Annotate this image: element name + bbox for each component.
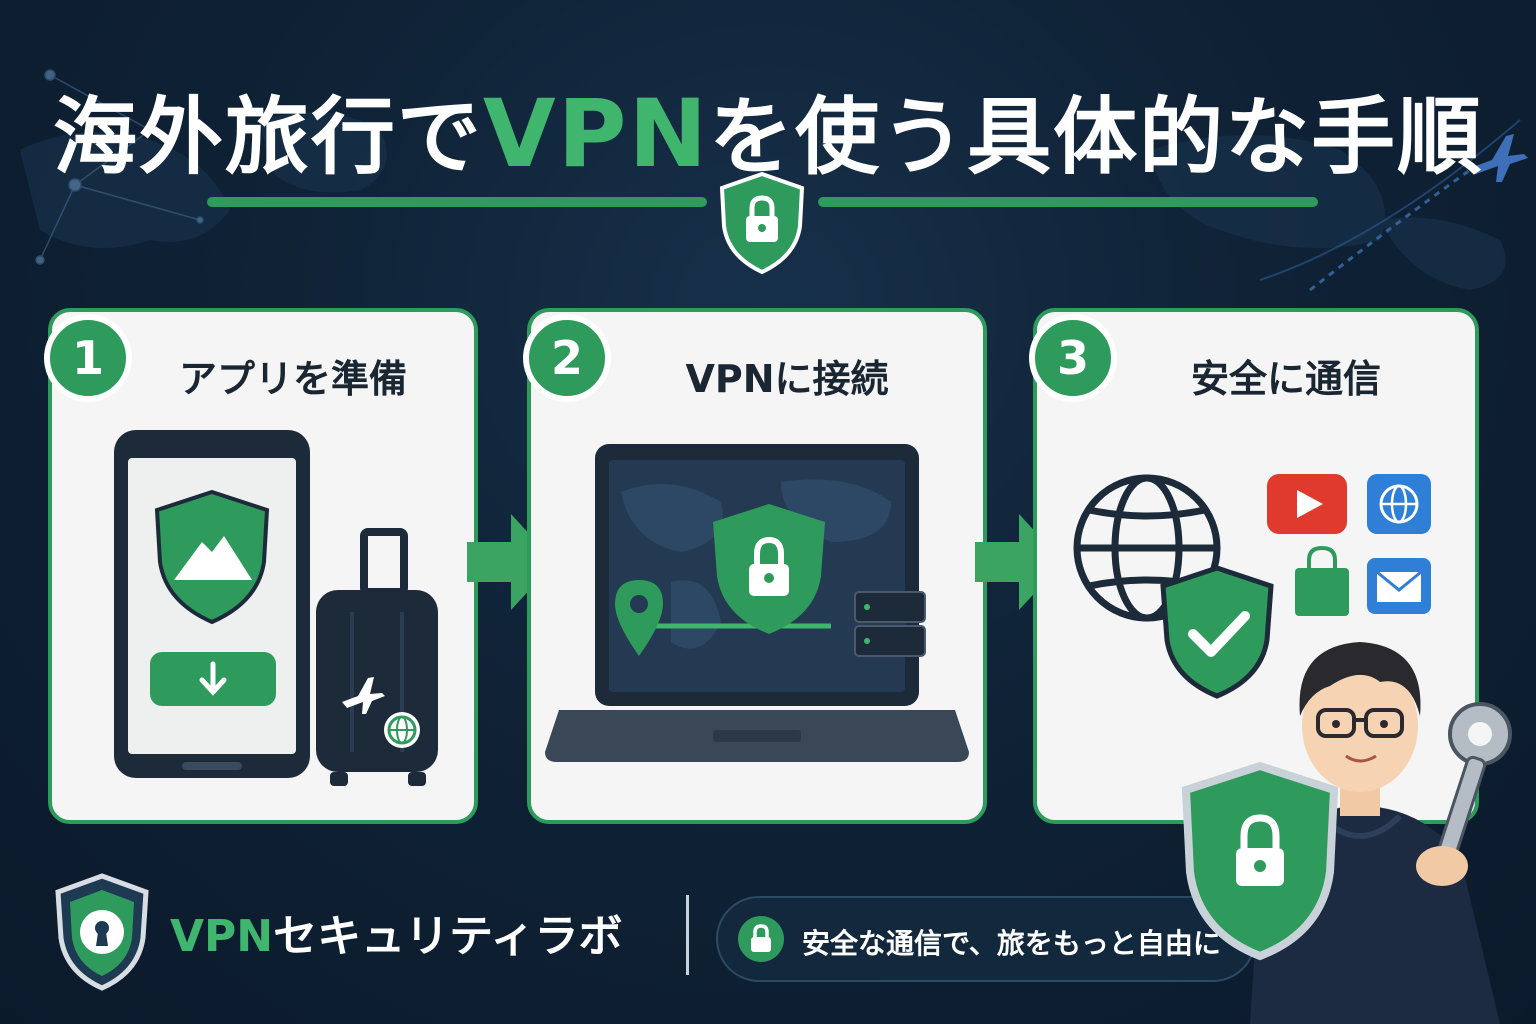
shield-lock-icon: [1181, 761, 1339, 961]
globe-icon: [1367, 474, 1431, 534]
page-title: 海外旅行でVPNを使う具体的な手順: [0, 70, 1536, 191]
mascot-character: [1181, 642, 1512, 1024]
title-underline-right: [818, 197, 1318, 207]
brand-name-rest: セキュリティラボ: [273, 911, 623, 962]
brand-name-accent: VPN: [170, 911, 274, 962]
airplane-icon: [342, 677, 385, 714]
tagline-text: 安全な通信で、旅をもっと自由に: [802, 927, 1221, 960]
step-1-illustration: [114, 430, 438, 786]
footer-divider: [686, 895, 689, 975]
check-shield-icon: [1160, 565, 1274, 699]
step-number-badge: 1: [44, 314, 132, 402]
step-title: アプリを準備: [178, 357, 407, 401]
shopping-bag-icon: [1295, 545, 1349, 616]
step-title: VPNに接続: [685, 357, 889, 401]
globe-icon: [1073, 474, 1221, 622]
title-accent: VPN: [482, 80, 710, 189]
step-2-illustration: [545, 444, 969, 762]
brand-name: VPNセキュリティラボ: [170, 900, 622, 964]
step-3-illustration: [1073, 474, 1431, 699]
video-play-icon: [1267, 474, 1347, 534]
shield-lock-icon: [719, 171, 805, 275]
server-icon: [854, 591, 926, 657]
location-pin-icon: [615, 580, 663, 656]
globe-icon: [384, 712, 420, 748]
step-title: 安全に通信: [1190, 357, 1381, 401]
key-icon: [1416, 702, 1512, 886]
brand-logo-icon: [55, 873, 149, 991]
title-underline-left: [207, 197, 707, 207]
title-suffix: を使う具体的な手順: [709, 88, 1484, 186]
tagline-pill: 安全な通信で、旅をもっと自由に: [716, 896, 1256, 982]
step-card-1: 1 アプリを準備: [44, 308, 478, 824]
step-number-badge: 3: [1029, 314, 1117, 402]
download-icon: [150, 652, 276, 706]
airplane-icon: [1470, 134, 1528, 182]
mail-icon: [1367, 558, 1431, 614]
lock-icon: [738, 916, 784, 962]
suitcase-icon: [316, 528, 438, 786]
step-card-2: 2 VPNに接続: [523, 308, 987, 824]
head: [1299, 642, 1421, 816]
mountain-shield-icon: [154, 489, 270, 625]
step-number-badge: 2: [523, 314, 611, 402]
shield-lock-icon: [713, 504, 825, 634]
title-prefix: 海外旅行で: [52, 88, 483, 186]
